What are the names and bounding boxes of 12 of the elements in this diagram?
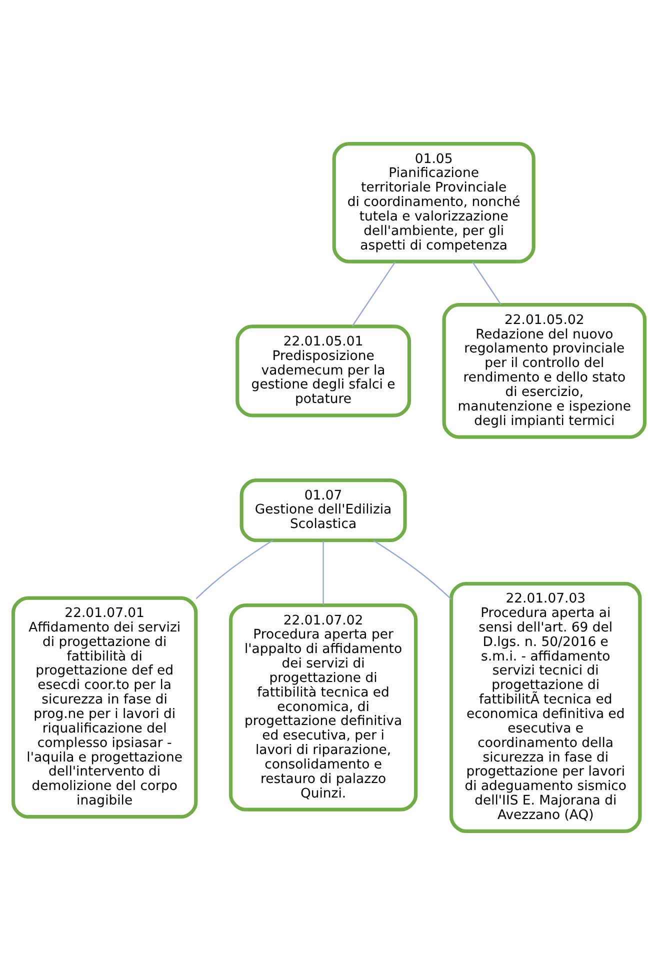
node-box: 01.05 Pianificazione territoriale Provinciale di coordinamento, nonché tutela e valorizzazione dell'ambiente, per gli aspetti di competenza: [332, 142, 536, 263]
node-box: 22.01.05.02 Redazione del nuovo regolamento provinciale per il controllo del rendimento e dello stato di esercizio, manutenzione e ispezione degli impianti termici: [442, 302, 647, 438]
node-box: 22.01.05.01 Predisposizione vademecum per la gestione degli sfalci e potature: [236, 324, 412, 417]
connector: [373, 540, 452, 600]
node-box: 22.01.07.02 Procedura aperta per l'appalto di affidamento dei servizi di progettazione di fattibilità tecnica ed economica, di progettazione definitiva ed esecutiva, per i lavori di riparazione, consolidamento e restauro di palazzo Quinzi.: [228, 602, 418, 811]
connector: [322, 540, 324, 604]
connector: [472, 261, 502, 305]
node-box: 22.01.07.01 Affidamento dei servizi di progettazione di fattibilità di progettazione def ed esecdi coor.to per la sicurezza in fase di prog.ne per i lavori di riqualificazione del complesso ipsiasar - l'aquila e progettazione dell'intervento di demolizione del corpo inagibile: [11, 596, 198, 818]
connector: [352, 261, 396, 326]
node-box: 22.01.07.03 Procedura aperta ai sensi dell'art. 69 del D.lgs. n. 50/2016 e s.m.i. - affidamento servizi tecnici di progettazione di fattibilitÃ tecnica ed economica definitiva ed esecutiva e coordinamento della sicurezza in fase di progettazione per lavori di adeguamento sismico dell'IIS E. Majorana di Avezzano (AQ): [449, 581, 642, 832]
node-box: 01.07 Gestione dell'Edilizia Scolastica: [240, 478, 407, 542]
connector: [196, 539, 274, 599]
